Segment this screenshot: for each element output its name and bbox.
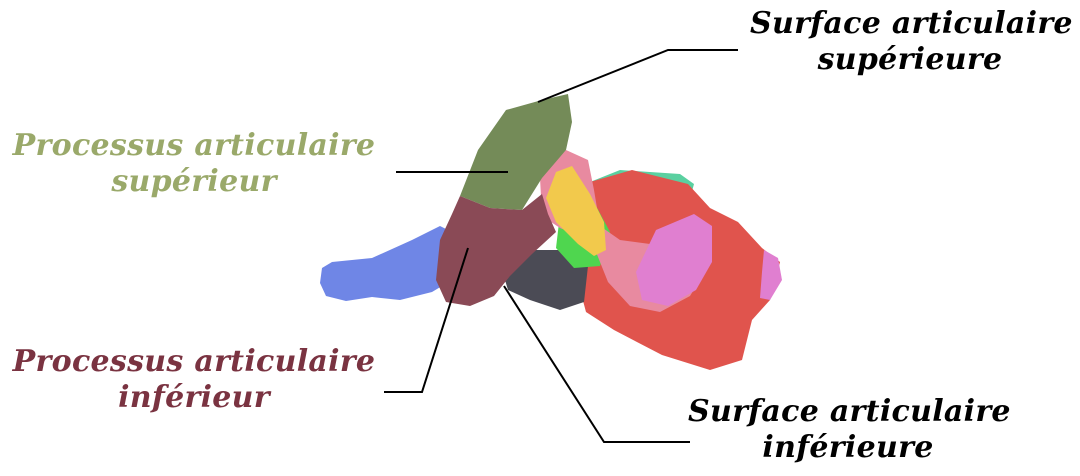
label-processus-articulaire-superieur: Processus articulaire supérieur (8, 128, 380, 200)
label-line: inférieure (688, 430, 1008, 466)
label-line: Processus articulaire (8, 344, 380, 380)
label-processus-articulaire-inferieur: Processus articulaire inférieur (8, 344, 380, 416)
label-line: inférieur (8, 380, 380, 416)
label-line: supérieure (750, 42, 1070, 78)
label-line: Surface articulaire (688, 394, 1008, 430)
label-line: supérieur (8, 164, 380, 200)
label-line: Processus articulaire (8, 128, 380, 164)
label-surface-articulaire-inferieure: Surface articulaire inférieure (688, 394, 1008, 466)
transverse-process-region (320, 226, 452, 301)
label-surface-articulaire-superieure: Surface articulaire supérieure (750, 6, 1070, 78)
label-line: Surface articulaire (750, 6, 1070, 42)
